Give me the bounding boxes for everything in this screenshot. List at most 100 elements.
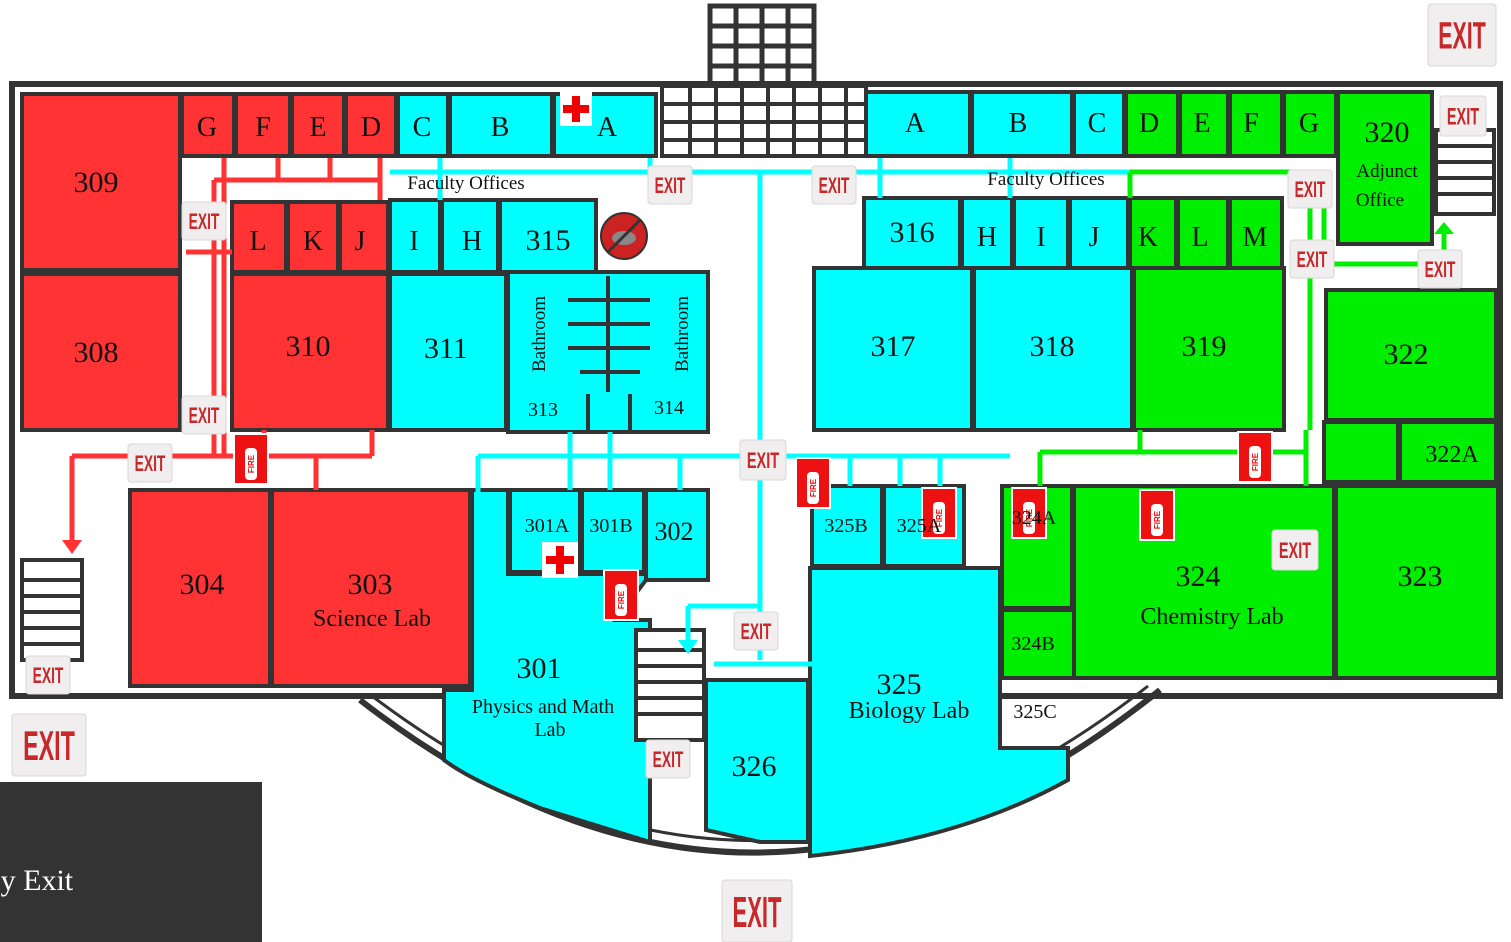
room-E-red bbox=[290, 92, 346, 158]
room-M-green bbox=[1228, 196, 1284, 270]
room-310 bbox=[230, 272, 390, 432]
label-303-sub: Science Lab bbox=[313, 606, 431, 632]
cyan-arrow-icon bbox=[678, 640, 698, 654]
label-325C: 325C bbox=[1013, 701, 1056, 723]
exit-sign bbox=[127, 443, 173, 483]
exit-sign-label: EXIT bbox=[23, 722, 75, 769]
label-320: 320 bbox=[1365, 116, 1410, 149]
label-325-sub: Biology Lab bbox=[849, 698, 970, 724]
room-301 bbox=[442, 488, 652, 845]
label-F-green: F bbox=[1243, 108, 1259, 139]
room-316 bbox=[862, 196, 962, 270]
extinguisher-body bbox=[615, 584, 627, 616]
exit-sign-label: EXIT bbox=[1297, 247, 1328, 272]
exit-sign bbox=[11, 713, 87, 777]
room-L-green bbox=[1176, 196, 1230, 270]
label-311: 311 bbox=[424, 332, 468, 365]
label-L-red: L bbox=[249, 226, 266, 257]
label-301B: 301B bbox=[589, 515, 632, 537]
exit-sign bbox=[181, 201, 227, 241]
label-D-green: D bbox=[1139, 108, 1159, 139]
extinguisher-body bbox=[1023, 502, 1035, 534]
fire-label: FIRE bbox=[1025, 508, 1034, 527]
legend-emergency-exit: gency Exit bbox=[0, 864, 74, 897]
label-J-right: J bbox=[1089, 222, 1100, 253]
bathroom-fixtures bbox=[568, 276, 650, 430]
label-C-left: C bbox=[413, 112, 432, 143]
exit-sign-label: EXIT bbox=[653, 747, 684, 772]
label-310: 310 bbox=[286, 330, 331, 363]
label-308: 308 bbox=[74, 336, 119, 369]
label-faculty-right: Faculty Offices bbox=[987, 169, 1104, 190]
label-304: 304 bbox=[180, 568, 225, 601]
extinguisher-body bbox=[933, 502, 945, 534]
label-G-red: G bbox=[197, 112, 217, 143]
exit-sign bbox=[1289, 239, 1335, 279]
label-C-right: C bbox=[1088, 108, 1107, 139]
exit-sign bbox=[811, 165, 857, 205]
exit-sign-label: EXIT bbox=[1425, 257, 1456, 282]
exit-sign bbox=[645, 739, 691, 779]
exit-sign-label: EXIT bbox=[189, 403, 220, 428]
room-323 bbox=[1334, 484, 1500, 680]
room-322A bbox=[1398, 420, 1498, 484]
label-325A: 325A bbox=[897, 515, 942, 537]
room-326 bbox=[704, 678, 810, 844]
label-A-right: A bbox=[905, 108, 926, 139]
exit-sign-label: EXIT bbox=[1438, 16, 1486, 58]
room-C-left bbox=[396, 92, 450, 158]
exit-sign-label: EXIT bbox=[1295, 177, 1326, 202]
room-324 bbox=[1072, 484, 1336, 680]
exit-sign-label: EXIT bbox=[135, 451, 166, 476]
label-J-red: J bbox=[355, 226, 366, 257]
label-322: 322 bbox=[1384, 338, 1429, 371]
label-326: 326 bbox=[732, 750, 777, 783]
label-319: 319 bbox=[1182, 330, 1227, 363]
room-322-closet bbox=[1322, 420, 1400, 484]
exit-sign bbox=[733, 611, 779, 651]
legend-box: gency Exit bbox=[0, 782, 262, 942]
label-322A: 322A bbox=[1425, 442, 1479, 468]
fire-label: FIRE bbox=[1153, 510, 1162, 529]
room-309 bbox=[20, 92, 182, 272]
fire-label: FIRE bbox=[617, 590, 626, 609]
exit-sign bbox=[1271, 529, 1319, 571]
top-stair-tower bbox=[707, 3, 817, 89]
label-B-right: B bbox=[1009, 108, 1028, 139]
exit-sign bbox=[1439, 95, 1487, 137]
exit-sign-label: EXIT bbox=[733, 888, 782, 937]
label-320-sub2: Office bbox=[1356, 190, 1404, 211]
label-302: 302 bbox=[655, 517, 694, 546]
fire-label: FIRE bbox=[935, 508, 944, 527]
label-G-green: G bbox=[1299, 108, 1319, 139]
right-stairs bbox=[1434, 128, 1496, 216]
label-314: 314 bbox=[654, 397, 684, 419]
label-324-sub: Chemistry Lab bbox=[1140, 604, 1283, 630]
label-I-right: I bbox=[1036, 222, 1045, 253]
room-B-right bbox=[970, 90, 1074, 158]
label-E-green: E bbox=[1193, 108, 1210, 139]
center-mechanical-grid bbox=[660, 84, 868, 158]
exit-signs: EXIT EXIT EXIT EXIT EXIT EXIT EXIT EXIT EXIT EXIT… bbox=[11, 3, 1497, 942]
label-E-red: E bbox=[309, 112, 326, 143]
exit-sign-label: EXIT bbox=[1447, 104, 1479, 131]
first-aid-icon bbox=[560, 92, 592, 126]
label-bathroom-right: Bathroom bbox=[672, 296, 693, 372]
label-325: 325 bbox=[877, 668, 922, 701]
room-308 bbox=[20, 272, 182, 432]
fire-label: FIRE bbox=[809, 478, 818, 497]
fire-label: FIRE bbox=[1251, 452, 1260, 471]
exit-sign bbox=[739, 439, 787, 481]
label-301: 301 bbox=[517, 652, 562, 685]
exit-sign-label: EXIT bbox=[33, 663, 64, 688]
exit-sign-label: EXIT bbox=[189, 209, 220, 234]
exit-sign-label: EXIT bbox=[655, 173, 686, 198]
green-wing bbox=[1000, 90, 1500, 680]
label-323: 323 bbox=[1398, 560, 1443, 593]
label-K-green: K bbox=[1138, 222, 1158, 253]
red-wing bbox=[20, 92, 472, 688]
room-H-right bbox=[960, 196, 1014, 270]
extinguisher-body bbox=[1151, 504, 1163, 536]
label-320-sub1: Adjunct bbox=[1356, 161, 1418, 182]
